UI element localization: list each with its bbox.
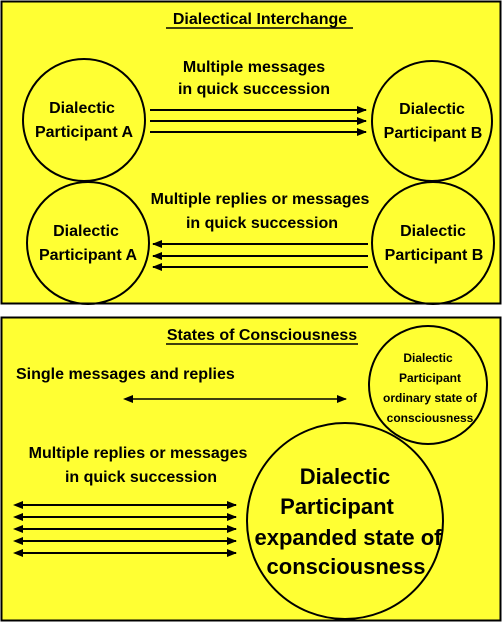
participant-b-bottom-circle xyxy=(371,181,495,305)
ordinary-state-circle xyxy=(368,325,488,445)
caption-top-line-2: in quick succession xyxy=(178,81,330,98)
arrows-b-to-a xyxy=(152,240,368,271)
participant-a-top-line-2: Participant A xyxy=(35,124,134,141)
expanded-state-line-3: expanded state of xyxy=(254,525,442,550)
ordinary-state-line-3: ordinary state of xyxy=(383,391,478,405)
panel-states-of-consciousness: States of Consciousness Single messages … xyxy=(0,316,502,622)
ordinary-state-line-2: Participant xyxy=(399,371,461,385)
participant-b-top-line-1: Dialectic xyxy=(399,101,465,118)
expanded-state-circle xyxy=(246,422,444,620)
participant-a-bottom-circle xyxy=(26,181,150,305)
ordinary-state-line-4: consciousness xyxy=(387,411,474,425)
expanded-state-line-1: Dialectic xyxy=(300,464,391,489)
expanded-state-line-2: Participant xyxy=(280,494,394,519)
participant-b-bottom-line-1: Dialectic xyxy=(400,223,466,240)
participant-b-top-line-2: Participant B xyxy=(384,125,483,142)
participant-a-top-circle xyxy=(22,58,146,182)
participant-b-bottom-line-2: Participant B xyxy=(385,247,484,264)
participant-b-top-circle xyxy=(371,60,493,182)
expanded-state-line-4: consciousness xyxy=(267,554,426,579)
multi-replies-line-2: in quick succession xyxy=(65,469,217,486)
multi-replies-line-1: Multiple replies or messages xyxy=(29,445,248,462)
participant-a-bottom-line-2: Participant A xyxy=(39,247,138,264)
caption-bottom-line-1: Multiple replies or messages xyxy=(151,191,370,208)
ordinary-state-line-1: Dialectic xyxy=(403,351,453,365)
panel-2-title: States of Consciousness xyxy=(167,327,357,344)
participant-a-top-line-1: Dialectic xyxy=(49,100,115,117)
caption-top-line-1: Multiple messages xyxy=(183,59,325,76)
panel-1-frame xyxy=(0,0,502,305)
panel-1-title: Dialectical Interchange xyxy=(173,11,347,28)
panel-dialectical-interchange: Dialectical Interchange Multiple message… xyxy=(0,0,502,305)
single-messages-label: Single messages and replies xyxy=(16,366,235,383)
multiple-double-arrows xyxy=(13,501,237,557)
participant-a-bottom-line-1: Dialectic xyxy=(53,223,119,240)
panel-2-frame xyxy=(0,316,502,622)
caption-bottom-line-2: in quick succession xyxy=(186,215,338,232)
arrows-a-to-b xyxy=(150,106,367,136)
